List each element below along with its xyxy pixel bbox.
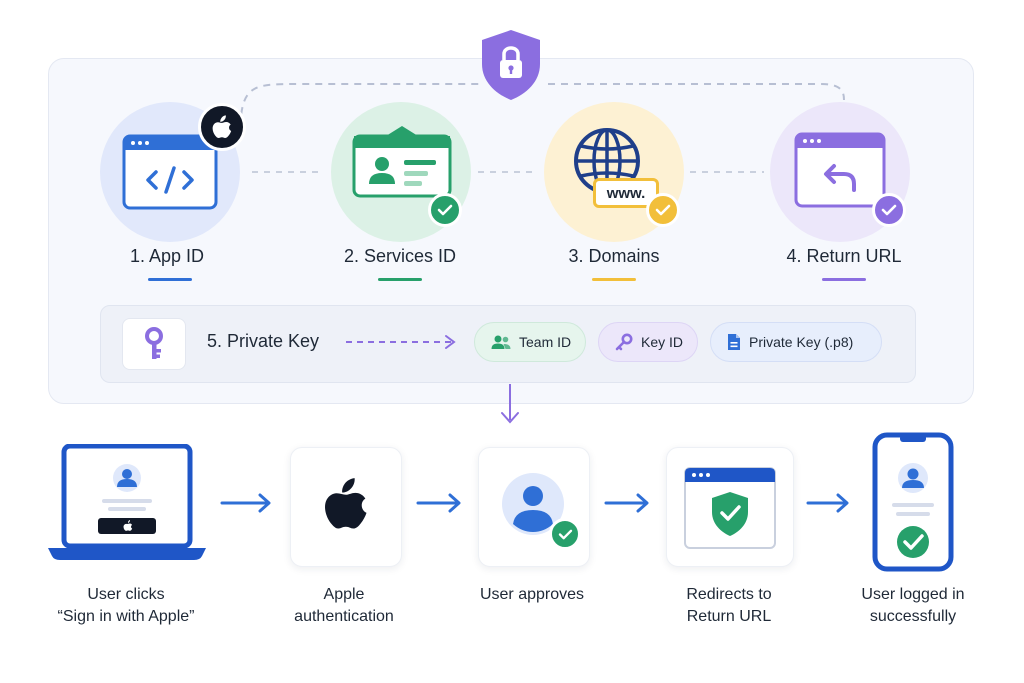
key-id-chip: Key ID [598,322,698,362]
shield-check-icon [684,467,776,549]
caption-line: authentication [294,608,394,625]
key-icon [615,333,633,351]
caption-line: User approves [479,586,585,603]
step-underline-return-url [822,278,866,281]
step-label-app-id: 1. App ID [129,246,205,266]
private-key-file-chip: Private Key (.p8) [710,322,882,362]
approve-check-badge [549,518,581,550]
user-approves-card [478,447,590,567]
services-id-check-badge [428,193,462,227]
down-arrow-head [501,412,519,424]
check-icon [881,204,897,216]
check-icon [437,204,453,216]
step-label-domains: 3. Domains [568,246,660,266]
step-underline-domains [592,278,636,281]
laptop-icon [48,444,206,560]
team-id-label: Team ID [519,334,572,350]
key-icon [145,327,163,359]
private-key-title: 5. Private Key [207,331,320,351]
apple-logo-badge [198,103,246,151]
caption-logged-in: User logged in successfully [813,584,1013,628]
id-card-icon [352,126,452,198]
apple-logo-icon [212,115,232,138]
caption-user-approves: User approves [432,584,632,606]
private-key-icon-box [122,318,186,370]
check-icon [655,204,671,216]
private-key-file-label: Private Key (.p8) [749,334,854,350]
caption-line: Return URL [686,608,772,625]
domains-check-badge [646,193,680,227]
step-label-return-url: 4. Return URL [786,246,902,266]
caption-apple-auth: Apple authentication [244,584,444,628]
key-id-label: Key ID [641,334,684,350]
user-icon [502,473,564,535]
caption-redirects: Redirects to Return URL [629,584,829,628]
dashed-arrow [346,335,456,349]
return-url-check-badge [872,193,906,227]
file-icon [728,334,740,350]
step-underline-services-id [378,278,422,281]
caption-line: User logged in [861,586,965,603]
return-arrow-icon [794,132,886,208]
caption-user-clicks: User clicks “Sign in with Apple” [26,584,226,628]
users-icon [491,335,511,349]
check-icon [558,529,572,539]
apple-logo-icon [325,478,367,529]
caption-line: User clicks [87,586,165,603]
domain-www-badge: www. [593,178,659,208]
caption-line: Apple [323,586,365,603]
apple-auth-card [290,447,402,567]
shield-lock-icon [482,30,540,100]
redirect-card [666,447,794,567]
step-label-services-id: 2. Services ID [343,246,457,266]
browser-code-icon [122,134,218,210]
caption-line: “Sign in with Apple” [57,608,195,625]
phone-icon [872,432,954,572]
team-id-chip: Team ID [474,322,586,362]
step-underline-app-id [148,278,192,281]
caption-line: successfully [869,608,957,625]
caption-line: Redirects to [686,586,772,603]
